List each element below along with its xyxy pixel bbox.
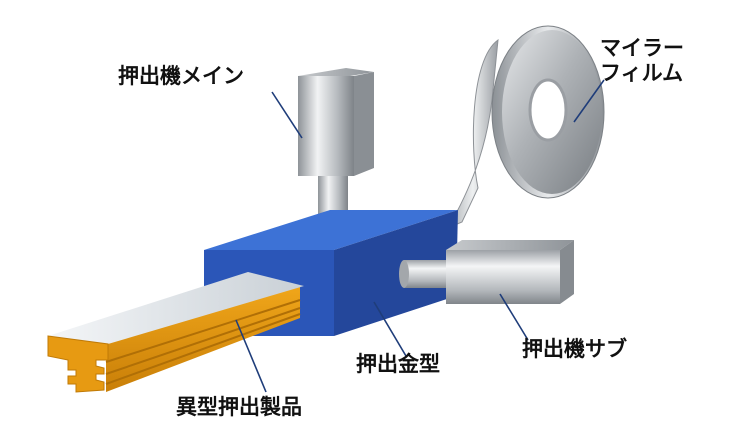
sub-extruder-top bbox=[446, 240, 574, 250]
die-top-face bbox=[204, 210, 458, 250]
sub-extruder-side bbox=[560, 240, 574, 304]
label-mylar-film-line1: マイラー bbox=[600, 36, 684, 60]
leader-die bbox=[373, 301, 407, 357]
label-main-extruder: 押出機メイン bbox=[118, 64, 244, 88]
leader-mylar-film bbox=[573, 79, 605, 123]
leader-main-extruder bbox=[271, 91, 303, 139]
label-die: 押出金型 bbox=[356, 352, 440, 376]
product-end-profile bbox=[47, 335, 109, 393]
mylar-film-roll-icon bbox=[446, 25, 605, 230]
label-mylar-film-line2: フィルム bbox=[600, 61, 683, 85]
profile-product-icon bbox=[47, 272, 304, 393]
product-top-face bbox=[48, 272, 304, 344]
leader-product bbox=[235, 319, 267, 393]
main-extruder-body bbox=[298, 76, 354, 176]
sub-extruder-cylinder-icon bbox=[399, 240, 574, 304]
die-right-face bbox=[334, 210, 458, 336]
mylar-film-strip bbox=[446, 38, 499, 230]
label-profile-product: 異型押出製品 bbox=[176, 395, 302, 419]
mylar-roll-hole bbox=[528, 78, 568, 142]
label-sub-extruder: 押出機サブ bbox=[522, 337, 627, 361]
sub-extruder-body bbox=[446, 250, 560, 304]
leader-lines bbox=[235, 79, 605, 393]
leader-sub-extruder bbox=[499, 293, 529, 341]
main-extruder-side bbox=[354, 72, 374, 176]
